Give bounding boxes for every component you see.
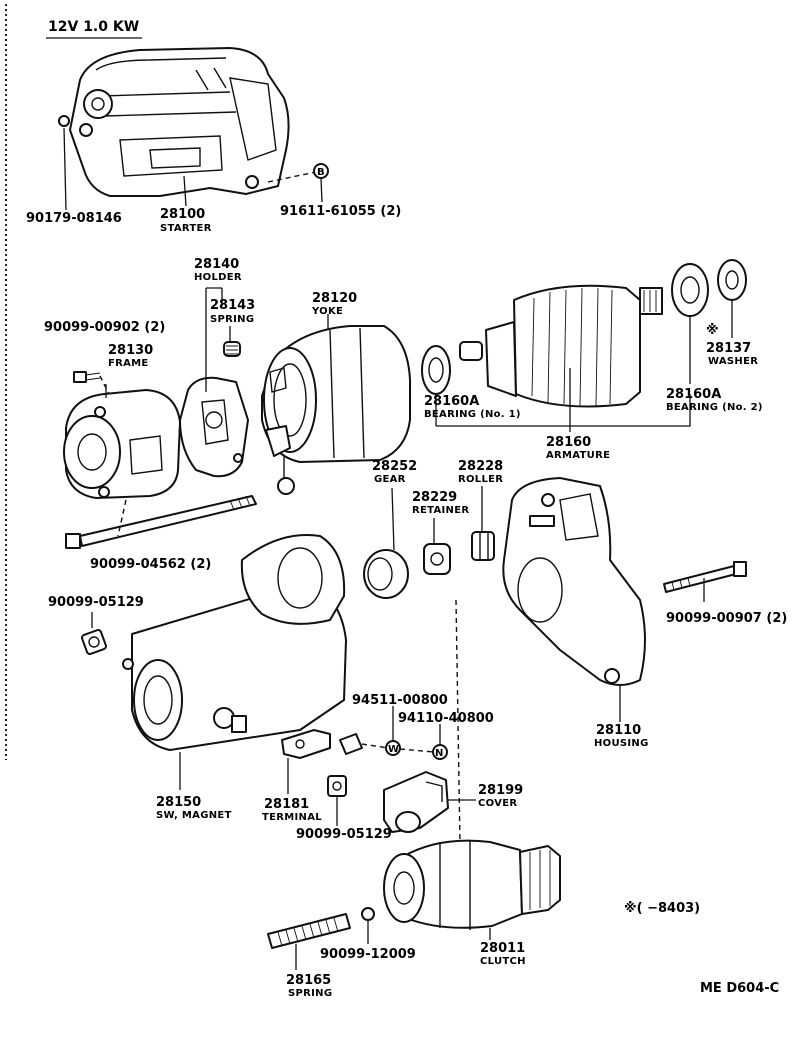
part-number: 90099-00902 (2) [44,320,165,335]
bearing-no1-drawing [421,345,451,395]
part-number: 28143 [210,298,255,313]
gear-28252-drawing [363,549,409,599]
part-number: 94110-40800 [398,711,494,726]
part-number: 90099-04562 (2) [90,557,211,572]
part-number: 28228 [458,459,503,474]
leader-28100 [183,175,187,207]
frame-drawing [63,389,181,499]
part-name: SPRING [288,988,332,999]
bolt-90099-00902 [73,371,101,383]
bracket-28140 [205,287,223,392]
bolt-mark-B [313,163,329,179]
part-number: 28181 [264,797,309,812]
magnet-switch-drawing [122,534,347,751]
part-number: 28130 [108,343,153,358]
bracket-armature [436,394,691,427]
dashline-washer [399,748,435,753]
part-name: YOKE [311,306,343,317]
part-number: 90099-00907 (2) [666,611,787,626]
roller-28228-drawing [471,531,495,561]
part-number: 90099-12009 [320,947,416,962]
bearing-no2-drawing [671,263,709,317]
part-name: ROLLER [458,474,503,485]
bolt-90099-00907 [663,561,747,593]
clutch-28011-drawing [383,839,561,930]
part-name: RETAINER [412,505,469,516]
part-number: 28160A [424,394,479,409]
diagram-code: ME D604-C [700,981,779,996]
part-number: 94511-00800 [352,693,448,708]
part-number: 28150 [156,795,201,810]
dashline-terminal [361,743,389,749]
diagram-title: 12V 1.0 KW [48,19,139,35]
callout-labels: 90179-08146 28100 STARTER 91611-61055 (2… [26,204,787,999]
part-name: TERMINAL [262,812,322,823]
retainer-28229-drawing [423,543,451,575]
holder-drawing [179,376,249,478]
nut-90099-05129-lower [327,775,347,797]
part-number: 90099-05129 [296,827,392,842]
spring-28143-drawing [223,341,241,357]
washer-90099-12009 [361,907,375,921]
part-number: 91611-61055 (2) [280,204,401,219]
bolt-mark-letter: B [317,167,325,178]
part-number: 28011 [480,941,525,956]
part-name: FRAME [108,358,149,369]
part-number: 28140 [194,257,239,272]
part-number: ※ [706,323,719,338]
part-name: BEARING (No. 2) [666,402,763,413]
part-name: STARTER [160,223,212,234]
part-name: HOLDER [194,272,242,283]
part-number: 28252 [372,459,417,474]
leader-90179 [63,127,67,211]
applicability-note: ※( −8403) [624,901,700,916]
part-name: SW, MAGNET [156,810,232,821]
nut-90179-08146 [58,115,70,127]
dashline-center-axis [455,599,461,845]
part-number: 28120 [312,291,357,306]
part-name: SPRING [210,314,254,325]
nut-90099-05129-upper [81,629,107,655]
part-number: 28199 [478,783,523,798]
housing-drawing [502,477,646,686]
leader-gear [391,487,395,551]
cover-28199-drawing [383,771,449,833]
through-bolt-drawing [65,495,257,549]
part-number: 90179-08146 [26,211,122,226]
terminal-28181-drawing [281,729,363,759]
part-number: 90099-05129 [48,595,144,610]
armature-drawing [459,284,663,408]
washer-mark-letter: W [388,744,399,755]
part-name: GEAR [374,474,406,485]
spring-28165-drawing [267,913,351,949]
yoke-drawing [261,325,411,495]
part-name: HOUSING [594,738,649,749]
part-number: 28110 [596,723,641,738]
part-name: ARMATURE [546,450,610,461]
nut-mark-letter: N [435,748,444,759]
dashline-bolt [267,171,317,183]
part-number: 28100 [160,207,205,222]
part-name: WASHER [708,356,758,367]
part-name: BEARING (No. 1) [424,409,521,420]
part-name: COVER [478,798,517,809]
starter-assembly-drawing [69,47,290,197]
washer-28137-drawing [717,259,747,301]
leader-91611 [320,178,323,203]
part-name: CLUTCH [480,956,526,967]
dashline-frame-bolt2 [117,499,127,537]
part-number: 28229 [412,490,457,505]
part-number: 28160 [546,435,591,450]
part-number: 28137 [706,341,751,356]
part-number: 28160A [666,387,721,402]
part-number: 28165 [286,973,331,988]
